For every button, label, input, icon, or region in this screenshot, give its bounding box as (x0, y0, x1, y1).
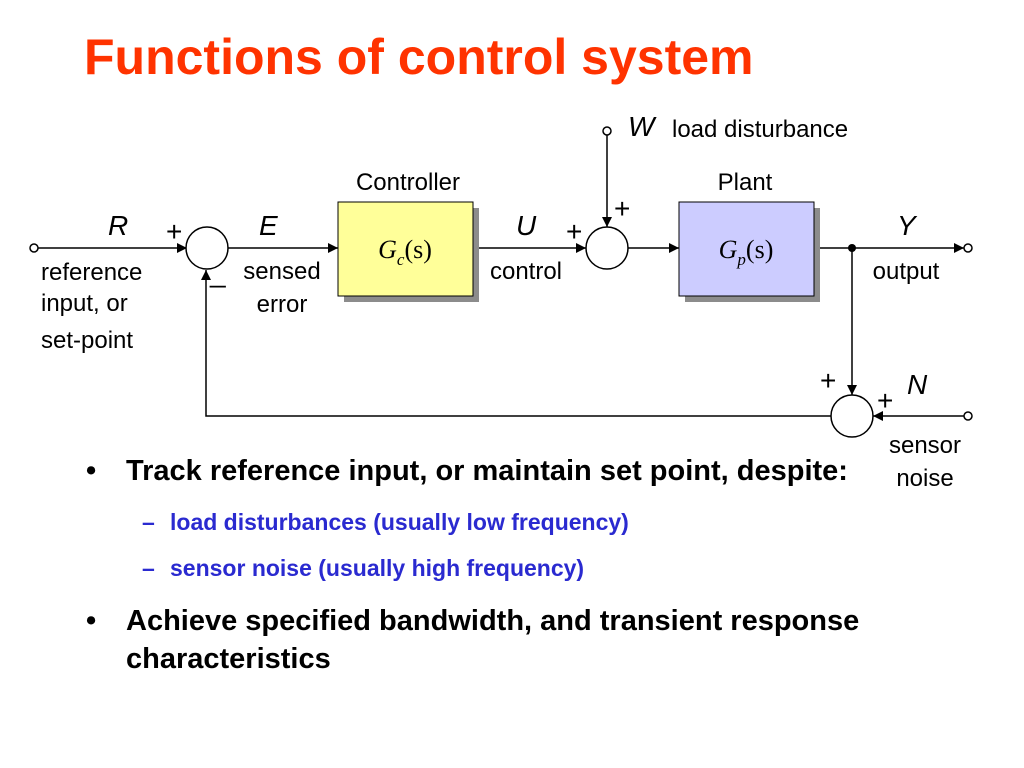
sub-bullet-text: sensor noise (usually high frequency) (170, 555, 585, 582)
sub-bullet-item: –load disturbances (usually low frequenc… (86, 508, 886, 538)
sensor-noise-label-line2: noise (896, 465, 953, 492)
load-disturbance-label: load disturbance (672, 116, 848, 143)
bullet-item: • Achieve specified bandwidth, and transi… (86, 602, 886, 679)
controller-label: Controller (356, 169, 460, 196)
reference-terminal (29, 243, 39, 253)
controller-transfer-function: Gc(s) (378, 235, 432, 269)
sub-bullet-text: load disturbances (usually low frequency… (170, 509, 629, 536)
signal-E: E (259, 210, 278, 241)
noise-terminal (963, 411, 973, 421)
reference-plus-sign: + (166, 216, 182, 247)
signal-N: N (907, 369, 928, 400)
bullet-list: • Track reference input, or maintain set … (86, 452, 886, 679)
bullet-dot-icon: • (86, 605, 97, 638)
bullet-text: Track reference input, or maintain set p… (126, 455, 848, 487)
signal-R: R (108, 210, 128, 241)
controller-block (337, 201, 474, 297)
feedback-line (201, 270, 831, 417)
output-terminal (963, 243, 973, 253)
disturbance-summing-junction (585, 226, 629, 270)
sub-bullet-dash-icon: – (142, 509, 155, 536)
plant-block (678, 201, 815, 297)
slide-title: Functions of control system (84, 29, 754, 85)
sensed-error-label-line1: sensed (243, 258, 320, 285)
noise-summing-junction (830, 394, 874, 438)
sensor-noise-label-line1: sensor (889, 432, 961, 459)
plant-transfer-function: Gp(s) (719, 235, 774, 269)
feedback-minus-sign: _ (209, 257, 226, 288)
sub-bullet-item: –sensor noise (usually high frequency) (86, 554, 886, 584)
noise-plus-sign: + (877, 385, 893, 416)
reference-label-line2: input, or (41, 290, 128, 317)
sensed-error-label-line2: error (257, 291, 308, 318)
disturbance-terminal (602, 126, 612, 136)
disturbance-plus-sign: + (614, 193, 630, 224)
bullet-item: • Track reference input, or maintain set … (86, 452, 886, 490)
bullet-text: Achieve specified bandwidth, and transie… (126, 605, 860, 676)
output-label: output (873, 258, 940, 285)
reference-label-line1: reference (41, 259, 142, 286)
signal-W: W (628, 111, 657, 142)
signal-U: U (516, 210, 537, 241)
output-branch-dot (848, 244, 856, 252)
sensor-plus-sign: + (820, 365, 836, 396)
plant-label: Plant (718, 169, 773, 196)
control-label: control (490, 258, 562, 285)
signal-Y: Y (897, 210, 918, 241)
sub-bullet-dash-icon: – (142, 555, 155, 582)
control-plus-sign: + (566, 216, 582, 247)
reference-label-line3: set-point (41, 327, 133, 354)
bullet-dot-icon: • (86, 455, 97, 487)
error-summing-junction (185, 226, 229, 270)
